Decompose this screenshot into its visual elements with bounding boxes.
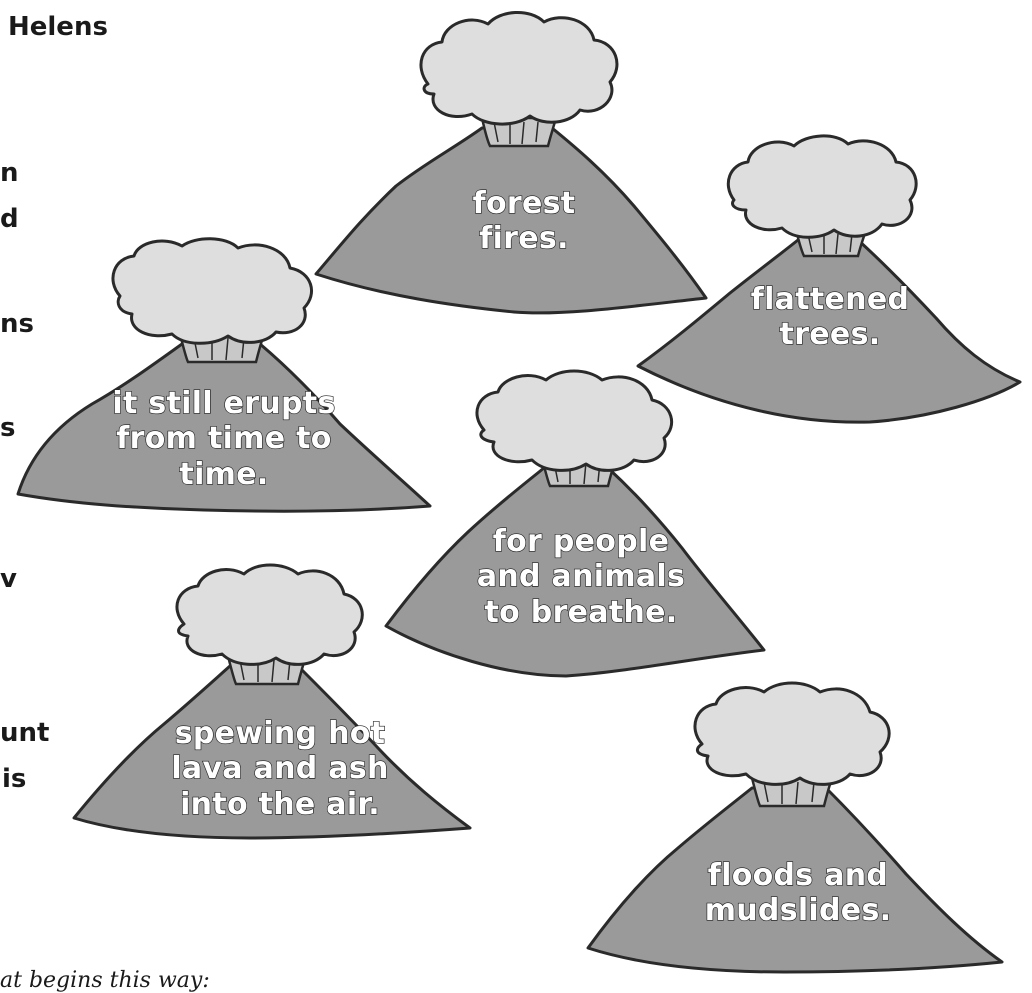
- edge-fragment: unt: [0, 720, 49, 746]
- volcano-text-line: trees.: [720, 317, 940, 352]
- volcano-card-spewing-lava: spewing hot lava and ash into the air.: [60, 556, 480, 856]
- volcano-text-line: into the air.: [150, 787, 410, 822]
- volcano-shape: [574, 672, 1018, 986]
- volcano-text-line: it still erupts: [84, 386, 364, 421]
- volcano-text: flattened trees.: [720, 282, 940, 353]
- edge-fragment: Helens: [8, 14, 108, 40]
- volcano-text-line: spewing hot: [150, 716, 410, 751]
- volcano-text-line: and animals: [446, 559, 716, 594]
- edge-fragment: n: [0, 160, 19, 186]
- volcano-card-floods-mudslides: floods and mudslides.: [574, 672, 1018, 986]
- volcano-text: it still erupts from time to time.: [84, 386, 364, 492]
- volcano-text-line: floods and: [678, 858, 918, 893]
- volcano-text: floods and mudslides.: [678, 858, 918, 929]
- edge-fragment: v: [0, 566, 17, 592]
- volcano-text: for people and animals to breathe.: [446, 524, 716, 630]
- volcano-text-line: lava and ash: [150, 751, 410, 786]
- volcano-text-line: fires.: [424, 221, 624, 256]
- volcano-text-line: time.: [84, 457, 364, 492]
- volcano-text: forest fires.: [424, 186, 624, 257]
- volcano-text: spewing hot lava and ash into the air.: [150, 716, 410, 822]
- volcano-text-line: from time to: [84, 421, 364, 456]
- volcano-text-line: to breathe.: [446, 595, 716, 630]
- volcano-text-line: for people: [446, 524, 716, 559]
- volcano-text-line: flattened: [720, 282, 940, 317]
- volcano-text-line: mudslides.: [678, 893, 918, 928]
- instruction-fragment: at begins this way:: [0, 968, 210, 993]
- volcano-text-line: forest: [424, 186, 624, 221]
- edge-fragment: is: [2, 766, 26, 792]
- edge-fragment: d: [0, 206, 19, 232]
